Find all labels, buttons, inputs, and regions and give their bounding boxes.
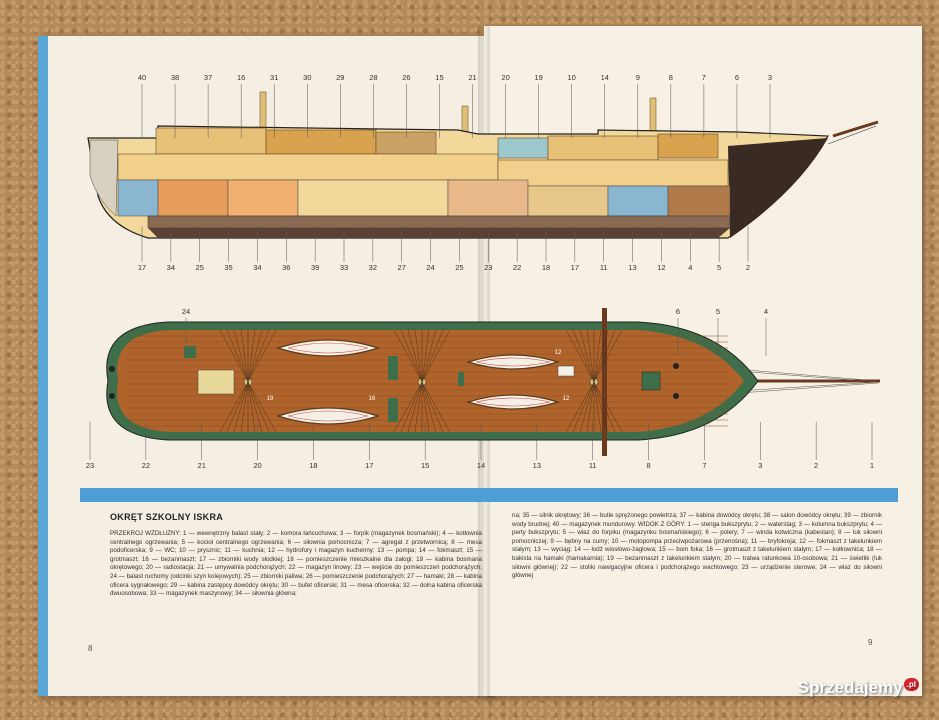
plan-bottom-callout-1: 22 — [142, 461, 150, 470]
section-top-callout-4: 31 — [270, 73, 278, 82]
section-top-callout-7: 28 — [369, 73, 377, 82]
section-top-callout-14: 14 — [601, 73, 609, 82]
section-bottom-callout-18: 12 — [657, 263, 665, 272]
section-bottom-callout-11: 25 — [455, 263, 463, 272]
section-top-callout-5: 30 — [303, 73, 311, 82]
section-bottom-callout-12: 23 — [484, 263, 492, 272]
page-number-right: 9 — [868, 638, 873, 647]
section-bottom-callout-9: 27 — [398, 263, 406, 272]
section-bottom-callout-20: 5 — [717, 263, 721, 272]
section-top-callout-12: 19 — [534, 73, 542, 82]
section-bottom-callout-8: 32 — [369, 263, 377, 272]
plan-bottom-callout-13: 2 — [814, 461, 818, 470]
plan-top-callout-0: 24 — [182, 307, 190, 316]
section-top-callout-16: 8 — [669, 73, 673, 82]
section-top-callout-6: 29 — [336, 73, 344, 82]
section-bottom-callout-19: 4 — [688, 263, 692, 272]
plan-bottom-callout-14: 1 — [870, 461, 874, 470]
section-bottom-callout-5: 36 — [282, 263, 290, 272]
plan-bottom-callout-11: 7 — [702, 461, 706, 470]
section-divider-bar — [80, 488, 898, 502]
plan-bottom-callout-8: 13 — [533, 461, 541, 470]
section-top-callout-15: 9 — [636, 73, 640, 82]
section-bottom-callout-4: 34 — [253, 263, 261, 272]
section-top-callout-11: 20 — [501, 73, 509, 82]
plan-bottom-callout-0: 23 — [86, 461, 94, 470]
legend-text-left: PRZEKRÓJ WZDŁUŻNY: 1 — wewnętrzny balast… — [110, 530, 482, 598]
section-bottom-callout-13: 22 — [513, 263, 521, 272]
plan-inner-callout-3: 12 — [563, 396, 570, 402]
section-top-callout-8: 26 — [402, 73, 410, 82]
plan-bottom-callout-5: 17 — [365, 461, 373, 470]
fore-yard — [602, 308, 607, 456]
section-bottom-callout-10: 24 — [426, 263, 434, 272]
article-heading: OKRĘT SZKOLNY ISKRA — [110, 512, 224, 522]
plan-bottom-callout-3: 20 — [253, 461, 261, 470]
section-top-callout-3: 16 — [237, 73, 245, 82]
section-bottom-callout-16: 11 — [600, 263, 608, 272]
page-number-left: 8 — [88, 644, 93, 653]
section-top-callout-9: 15 — [435, 73, 443, 82]
section-bottom-callout-15: 17 — [571, 263, 579, 272]
section-bottom-callout-3: 35 — [224, 263, 232, 272]
plan-top-callout-2: 5 — [716, 307, 720, 316]
watermark-logo: Sprzedajemy.pl — [798, 678, 919, 698]
plan-inner-callout-1: 16 — [369, 396, 376, 402]
section-top-callout-0: 40 — [138, 73, 146, 82]
section-bottom-callout-1: 34 — [167, 263, 175, 272]
section-bottom-callout-2: 25 — [196, 263, 204, 272]
legend-text-right: na; 35 — silnik okrętowy; 36 — butle spr… — [512, 512, 882, 580]
section-top-callout-17: 7 — [702, 73, 706, 82]
plan-bottom-callout-7: 14 — [477, 461, 485, 470]
plan-bottom-callout-2: 21 — [198, 461, 206, 470]
section-bottom-callout-6: 39 — [311, 263, 319, 272]
plan-bottom-callout-6: 15 — [421, 461, 429, 470]
section-top-callout-2: 37 — [204, 73, 212, 82]
section-top-callout-18: 6 — [735, 73, 739, 82]
plan-bottom-callout-12: 3 — [758, 461, 762, 470]
plan-inner-callout-2: 12 — [555, 350, 562, 356]
longitudinal-section: 40 38 37 16 31 30 29 28 26 15 21 20 19 10 14 9 8 7 6 3 17 34… — [87, 73, 879, 272]
plan-bottom-callout-10: 8 — [646, 461, 650, 470]
lifeboats — [276, 339, 561, 425]
section-top-callout-10: 21 — [468, 73, 476, 82]
watermark-brand: Sprzedajemy — [797, 678, 903, 697]
section-top-callout-1: 38 — [171, 73, 179, 82]
plan-top-callout-1: 6 — [676, 307, 680, 316]
section-bottom-callout-0: 17 — [138, 263, 146, 272]
section-bottom-callout-14: 18 — [542, 263, 550, 272]
watermark-tld: .pl — [903, 678, 919, 691]
mizzen-mast — [259, 91, 267, 131]
section-top-callout-13: 10 — [568, 73, 576, 82]
section-bottom-callout-21: 2 — [746, 263, 750, 272]
plan-top-callout-3: 4 — [764, 307, 768, 316]
section-bottom-callout-7: 33 — [340, 263, 348, 272]
plan-bottom-callout-9: 11 — [589, 461, 597, 470]
section-top-callout-19: 3 — [768, 73, 772, 82]
plan-bottom-callout-4: 18 — [309, 461, 317, 470]
plan-inner-callout-0: 19 — [267, 396, 274, 402]
section-bottom-callout-17: 13 — [628, 263, 636, 272]
